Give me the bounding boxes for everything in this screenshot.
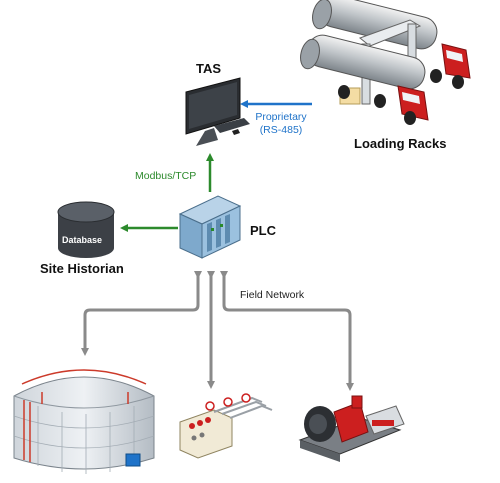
storage-tank-icon [13,369,155,474]
database-icon [57,201,115,258]
tanker-truck-icon [300,0,471,125]
plc-label: PLC [250,223,276,238]
modbus-link-label: Modbus/TCP [135,170,197,182]
proprietary-link-label: Proprietary (RS-485) [252,111,310,137]
field-link-pump [220,271,354,391]
pump-icon [298,395,405,462]
valve-manifold-icon [179,393,273,459]
tas-label: TAS [196,61,222,76]
plc-icon [178,195,242,259]
field-network-label: Field Network [240,289,305,301]
monitor-icon [185,77,250,146]
database-text: Database [62,235,103,245]
loading-racks-label: Loading Racks [354,136,447,151]
field-link-tank [81,271,202,356]
field-network-links [81,271,354,391]
site-historian-label: Site Historian [40,261,124,276]
proprietary-line1: Proprietary [255,111,307,123]
proprietary-line2: (RS-485) [259,124,303,137]
